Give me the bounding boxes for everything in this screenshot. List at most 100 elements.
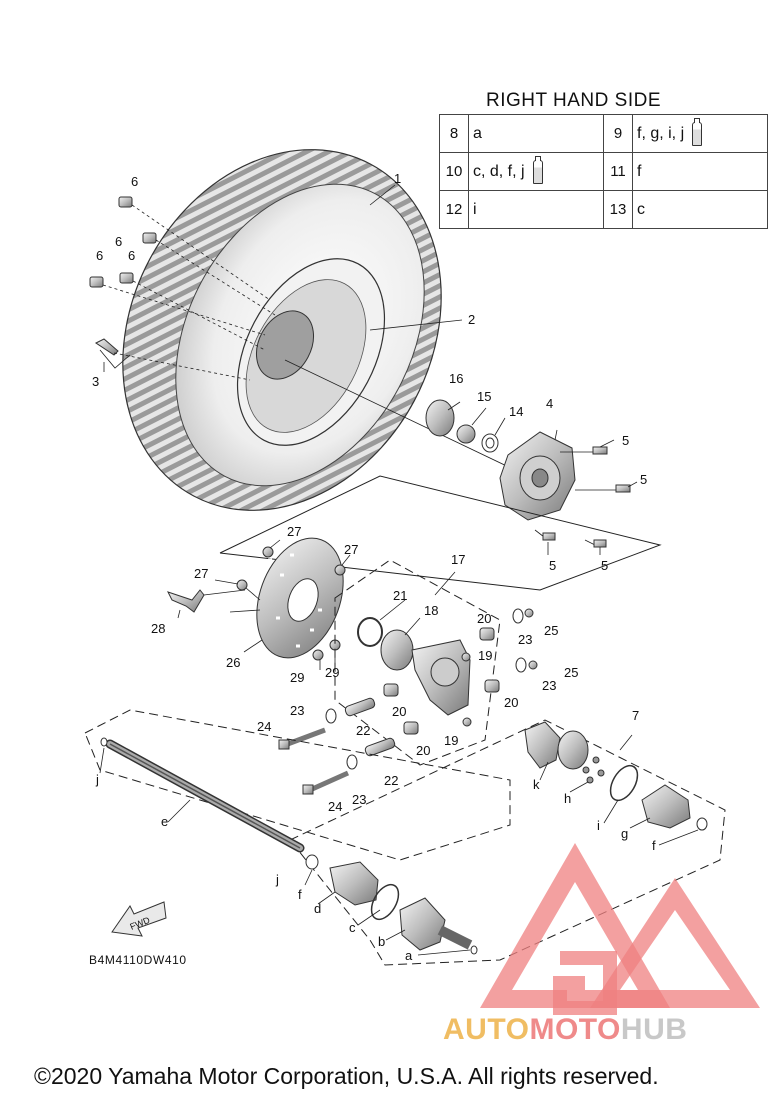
callout-7: 7 (632, 708, 639, 723)
watermark-logo-icon (480, 843, 760, 1015)
callout-6: 6 (115, 234, 122, 249)
nut-part-15 (456, 424, 476, 444)
callout-25: 25 (544, 623, 558, 638)
hub-small-parts (425, 399, 499, 453)
bolt-part-24 (278, 739, 290, 750)
wheel-stud (95, 338, 119, 356)
wheel-nut (118, 196, 133, 208)
bushing-part-20 (403, 721, 419, 735)
legend-value-text: c, d, f, j (473, 162, 525, 180)
callout-23: 23 (518, 632, 532, 647)
band-i (609, 764, 639, 802)
legend-value: f (632, 152, 768, 191)
callout-c: c (349, 920, 356, 935)
wheel-nut (142, 232, 157, 244)
callout-1: 1 (394, 171, 401, 186)
callout-15: 15 (477, 389, 491, 404)
diagram-code: B4M4110DW410 (89, 953, 187, 967)
callouts: 1 2 3 4 5 5 5 5 6 6 6 6 7 14 15 16 17 18… (92, 171, 656, 963)
callout-j: j (275, 872, 279, 887)
legend-value: c (632, 190, 768, 229)
callout-18: 18 (424, 603, 438, 618)
legend-key: 13 (603, 190, 633, 229)
callout-26: 26 (226, 655, 240, 670)
wheel-nuts (89, 196, 276, 381)
callout-21: 21 (393, 588, 407, 603)
washer-part-23 (512, 608, 524, 624)
callout-29: 29 (325, 665, 339, 680)
cv-part-k (524, 721, 561, 769)
callout-23: 23 (352, 792, 366, 807)
callout-j: j (95, 772, 99, 787)
cv-joint-inboard (305, 854, 478, 955)
cv-joint-outboard (524, 721, 708, 831)
legend-row: 12 i 13 c (439, 190, 768, 229)
legend-value-text: i (473, 200, 477, 218)
callout-6: 6 (131, 174, 138, 189)
washer-part-23 (515, 657, 527, 673)
housing-b (399, 897, 446, 951)
watermark-brand-text: AUTOMOTOHUB (443, 1013, 687, 1047)
callout-5: 5 (622, 433, 629, 448)
legend-value: c, d, f, j (468, 152, 604, 191)
callout-28: 28 (151, 621, 165, 636)
callout-20: 20 (504, 695, 518, 710)
bolt-part-5 (542, 532, 556, 541)
wheel-hub-part-4 (499, 431, 631, 548)
legend-value-text: f (637, 162, 642, 180)
bolt-part-24 (302, 784, 314, 795)
bushing-part-20 (484, 679, 500, 693)
callout-25: 25 (564, 665, 578, 680)
bushing-part-20 (383, 683, 399, 697)
band-c (370, 883, 400, 921)
legend-value-text: a (473, 124, 482, 142)
grease-tube-icon (692, 117, 703, 146)
callout-24: 24 (257, 719, 271, 734)
callout-22: 22 (384, 773, 398, 788)
callout-23: 23 (290, 703, 304, 718)
sensor-part-28 (167, 589, 205, 613)
wheel-nut (119, 272, 134, 284)
axle-shaft-e (100, 737, 305, 853)
hub-cap-part-16 (425, 399, 455, 437)
bolt-part-5 (592, 446, 608, 455)
bracket-frame (219, 475, 662, 591)
callout-h: h (564, 791, 571, 806)
legend-table: 8 a 9 f, g, i, j 10 c, d, f, j 11 f 12 i… (439, 114, 768, 229)
callout-20: 20 (416, 743, 430, 758)
fitting-part-19 (461, 652, 471, 662)
callout-a: a (405, 948, 413, 963)
legend-key: 9 (603, 114, 633, 153)
tire-assembly (122, 149, 442, 511)
callout-19: 19 (444, 733, 458, 748)
bearing-part-18 (380, 629, 414, 671)
washer-part-23 (346, 754, 358, 770)
grease-tube-icon (532, 155, 543, 184)
callout-19: 19 (478, 648, 492, 663)
callout-k: k (533, 777, 540, 792)
callout-3: 3 (92, 374, 99, 389)
bolt-part-27 (262, 546, 274, 558)
legend-row: 10 c, d, f, j 11 f (439, 152, 768, 191)
callout-5: 5 (601, 558, 608, 573)
callout-i: i (597, 818, 600, 833)
callout-16: 16 (449, 371, 463, 386)
callout-d: d (314, 901, 321, 916)
legend-row: 8 a 9 f, g, i, j (439, 114, 768, 153)
fwd-arrow-icon: FWD (111, 901, 167, 937)
callout-f: f (652, 838, 656, 853)
brake-disc-part-26 (256, 537, 344, 659)
callout-20: 20 (392, 704, 406, 719)
callout-20: 20 (477, 611, 491, 626)
callout-4: 4 (546, 396, 553, 411)
callout-e: e (161, 814, 168, 829)
bolt-part-27 (334, 564, 346, 576)
collar-part-22 (344, 697, 376, 717)
legend-title: RIGHT HAND SIDE (486, 90, 662, 111)
disc-bolts (167, 546, 346, 661)
callout-22: 22 (356, 723, 370, 738)
bolt-part-27 (236, 579, 248, 591)
callout-27: 27 (344, 542, 358, 557)
callout-b: b (378, 934, 385, 949)
nut-part-25 (528, 660, 538, 670)
